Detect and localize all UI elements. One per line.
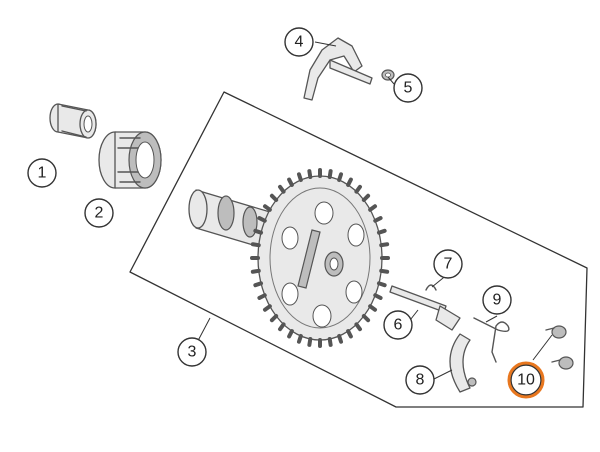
sprocket-tooth	[307, 336, 313, 347]
sprocket-tooth	[278, 184, 286, 194]
callout-4: 4	[284, 27, 314, 57]
callout-1: 1	[27, 158, 57, 188]
sprocket-tooth	[376, 281, 387, 288]
sprocket-tooth	[337, 333, 344, 344]
sprocket-tooth	[250, 268, 261, 274]
callout-5: 5	[393, 73, 423, 103]
callout-2-label: 2	[95, 205, 104, 222]
sprocket-tooth	[373, 293, 383, 300]
sprocket-tooth	[253, 228, 264, 235]
sprocket-tooth	[287, 177, 294, 187]
sprocket-tooth	[368, 304, 378, 312]
callout-4-label: 4	[295, 34, 304, 51]
callout-2: 2	[84, 198, 114, 228]
part-8-shift-guide	[449, 333, 477, 393]
sprocket-tooth	[327, 336, 333, 347]
callout-9-label: 9	[493, 292, 502, 309]
sprocket-tooth	[262, 304, 272, 312]
sprocket-tooth	[296, 333, 303, 344]
callouts: 1 2 3 4 5 6 7 8	[27, 27, 545, 399]
sprocket-tooth	[376, 228, 387, 235]
sprocket-tooth	[379, 268, 390, 274]
sprocket-tooth	[379, 242, 390, 248]
sprocket-tooth	[354, 322, 362, 332]
sprocket-tooth	[327, 169, 333, 180]
sprocket-tooth	[346, 177, 353, 187]
sprocket-tooth	[368, 204, 378, 212]
sprocket-tooth	[296, 172, 303, 183]
callout-10: 10	[507, 361, 545, 399]
callout-10-highlight-ring	[507, 361, 545, 399]
assembly-3-outline	[129, 91, 588, 408]
part-5-nut	[381, 69, 395, 81]
sprocket-tooth	[269, 313, 279, 323]
callout-3: 3	[177, 337, 207, 367]
sprocket-tooth	[307, 169, 313, 180]
callout-7: 7	[433, 249, 463, 279]
sprocket-tooth	[262, 204, 272, 212]
sprocket-tooth	[361, 193, 371, 203]
callout-8-label: 8	[416, 372, 425, 389]
callout-3-label: 3	[188, 344, 197, 361]
callout-5-label: 5	[404, 80, 413, 97]
part-1-needle-bearing	[49, 103, 97, 139]
callout-9: 9	[482, 285, 512, 315]
part-2-needle-cage	[98, 131, 162, 189]
sprocket-tooth	[278, 322, 286, 332]
sprocket-tooth	[287, 329, 294, 339]
sprocket-tooth	[250, 242, 261, 248]
sprocket-tooth	[337, 172, 344, 183]
sprocket-tooth	[269, 193, 279, 203]
callout-6: 6	[383, 310, 413, 340]
part-6-shift-shaft	[389, 285, 461, 331]
sprocket-tooth	[346, 329, 353, 339]
sprocket-tooth	[354, 184, 362, 194]
callout-1-label: 1	[38, 165, 47, 182]
sprocket-tooth	[257, 216, 267, 223]
callout-7-label: 7	[444, 256, 453, 273]
sprocket-tooth	[253, 281, 264, 288]
part-3-shift-drum-sprocket	[188, 168, 390, 348]
sprocket-tooth	[361, 313, 371, 323]
callout-10-label: 10	[517, 372, 535, 389]
sprocket-tooth	[373, 216, 383, 223]
part-4-shift-fork	[303, 37, 373, 101]
part-7-clip	[425, 284, 437, 291]
sprocket-tooth	[257, 293, 267, 300]
callout-8: 8	[405, 365, 435, 395]
callout-6-label: 6	[394, 317, 403, 334]
part-9-spring	[473, 317, 510, 363]
part-10-screws	[545, 325, 574, 370]
